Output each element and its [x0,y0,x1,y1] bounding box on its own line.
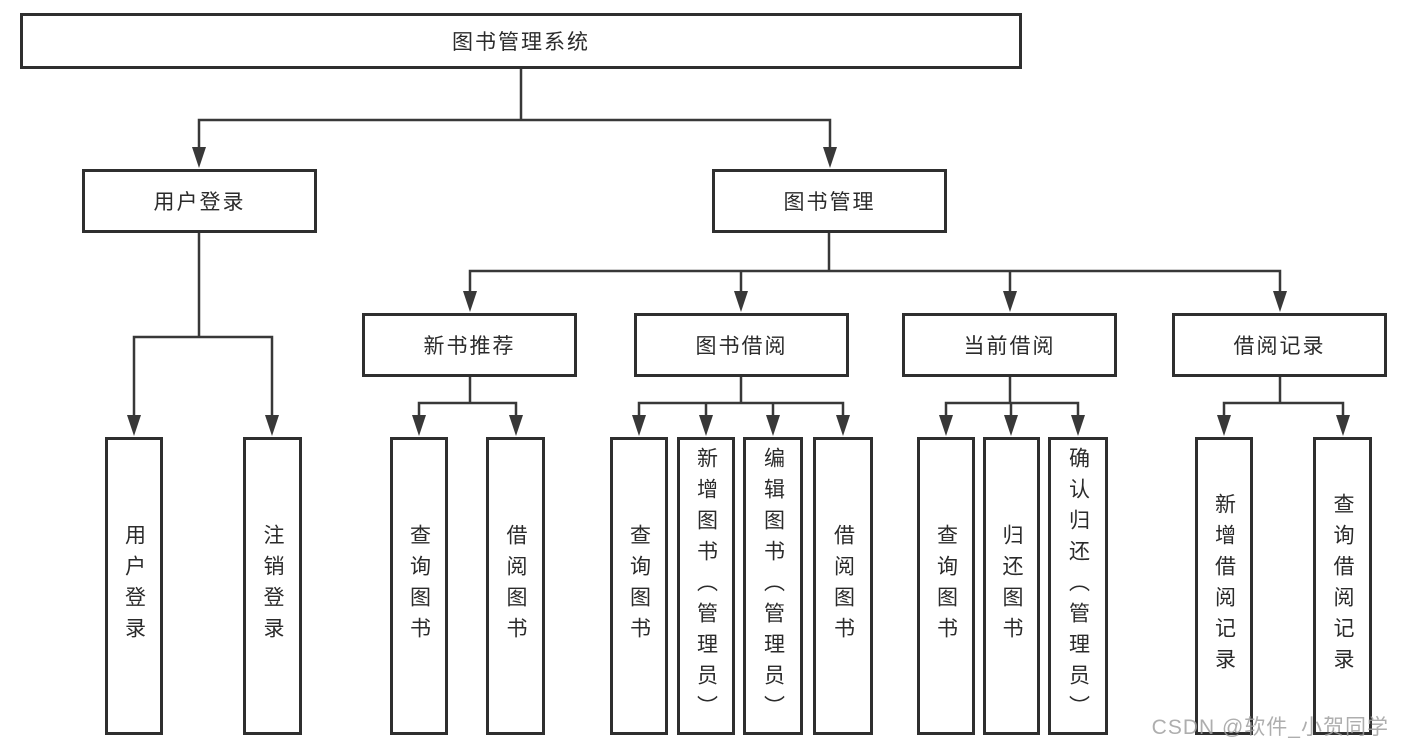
node-current-borrow-label: 当前借阅 [963,335,1056,358]
csdn-watermark: CSDN @软件_小贺同学 [1151,716,1389,739]
node-borrow-books-borrow: 借阅图书 [813,437,873,735]
connector-book-borrow [637,375,845,420]
node-borrow-books-borrow-label: 借阅图书 [831,524,855,648]
node-borrow-records-label: 借阅记录 [1233,335,1326,358]
node-edit-book-admin: 编辑图书（管理员） [743,437,803,735]
node-book-management: 图书管理 [712,169,947,233]
node-borrow-books-recommend: 借阅图书 [486,437,545,735]
node-book-borrow: 图书借阅 [634,313,849,377]
node-query-books-recommend: 查询图书 [390,437,448,735]
node-query-books-borrow-label: 查询图书 [627,524,651,648]
node-return-books: 归还图书 [983,437,1040,735]
connector-new-book [417,375,518,420]
connector-book-mgmt [468,231,1282,295]
node-new-book-recommend: 新书推荐 [362,313,577,377]
connector-borrow-records [1222,375,1345,420]
node-add-book-admin: 新增图书（管理员） [677,437,735,735]
node-user-login-leaf: 用户登录 [105,437,163,735]
node-borrow-records: 借阅记录 [1172,313,1387,377]
node-root: 图书管理系统 [20,13,1022,69]
node-query-borrow-record-label: 查询借阅记录 [1331,493,1354,679]
node-add-borrow-record-label: 新增借阅记录 [1212,493,1236,679]
node-return-books-label: 归还图书 [1000,524,1023,648]
node-borrow-books-recommend-label: 借阅图书 [504,524,527,648]
node-edit-book-admin-label: 编辑图书（管理员） [761,446,785,726]
arrowheads [127,147,1350,436]
node-add-borrow-record: 新增借阅记录 [1195,437,1253,735]
node-root-label: 图书管理系统 [452,31,590,54]
connector-root [197,67,832,152]
node-query-books-recommend-label: 查询图书 [407,524,431,648]
node-current-borrow: 当前借阅 [902,313,1117,377]
node-logout: 注销登录 [243,437,302,735]
node-confirm-return-admin-label: 确认归还（管理员） [1066,446,1090,726]
connector-user-login [132,231,274,419]
node-query-borrow-record: 查询借阅记录 [1313,437,1372,735]
node-user-login-branch: 用户登录 [82,169,317,233]
connector-current-borrow [944,375,1080,420]
node-book-borrow-label: 图书借阅 [695,335,788,358]
node-confirm-return-admin: 确认归还（管理员） [1048,437,1108,735]
node-user-login-leaf-label: 用户登录 [122,524,146,648]
node-query-books-current: 查询图书 [917,437,975,735]
node-logout-label: 注销登录 [261,524,284,648]
node-query-books-borrow: 查询图书 [610,437,668,735]
node-new-book-recommend-label: 新书推荐 [423,335,516,358]
node-user-login-branch-label: 用户登录 [153,191,246,214]
node-query-books-current-label: 查询图书 [934,524,958,648]
node-book-management-label: 图书管理 [783,191,876,214]
node-add-book-admin-label: 新增图书（管理员） [694,446,718,726]
